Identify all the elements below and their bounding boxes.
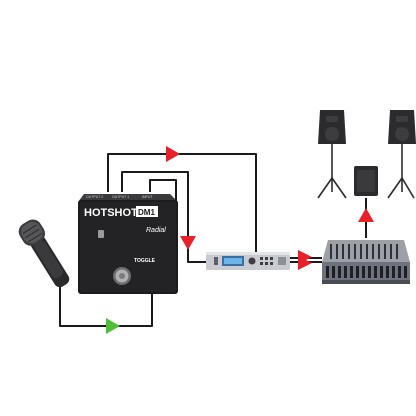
arrow-red-down [180, 236, 196, 250]
arrow-red-up-monitor [358, 208, 374, 222]
pedal-brand-label: HOTSHOT [84, 207, 138, 219]
speaker-stand-left [317, 144, 347, 199]
pa-speaker-icon [388, 110, 416, 144]
pa-speaker-left [317, 110, 347, 199]
cable-pedal-to-processor [121, 171, 206, 263]
jack-label-input: INPUT [142, 195, 153, 199]
toggle-label: TOGGLE [134, 258, 156, 264]
stage-monitor-icon [354, 166, 378, 196]
pedal-model-label: DM1 [138, 208, 155, 217]
jack-label-output-2: OUTPUT 2 [86, 195, 103, 199]
arrow-red-right-mixer-bottom [298, 256, 312, 270]
hotshot-pedal: OUTPUT 2 OUTPUT 1 INPUT HOTSHOT DM1 Radi… [78, 194, 178, 294]
mixing-console-icon [322, 240, 410, 284]
radial-logo: Radial [146, 227, 166, 234]
arrows [106, 146, 374, 334]
microphone-icon [18, 219, 70, 288]
pa-speaker-right [387, 110, 416, 199]
arrow-green-right [106, 318, 120, 334]
speaker-stand-right [387, 144, 415, 199]
pa-speaker-icon [318, 110, 346, 144]
footswitch-icon [113, 267, 131, 285]
mini-switch [98, 230, 104, 238]
arrow-red-right-top [166, 146, 180, 162]
rack-effects-processor-icon [206, 252, 290, 270]
jack-label-output-1: OUTPUT 1 [112, 195, 129, 199]
